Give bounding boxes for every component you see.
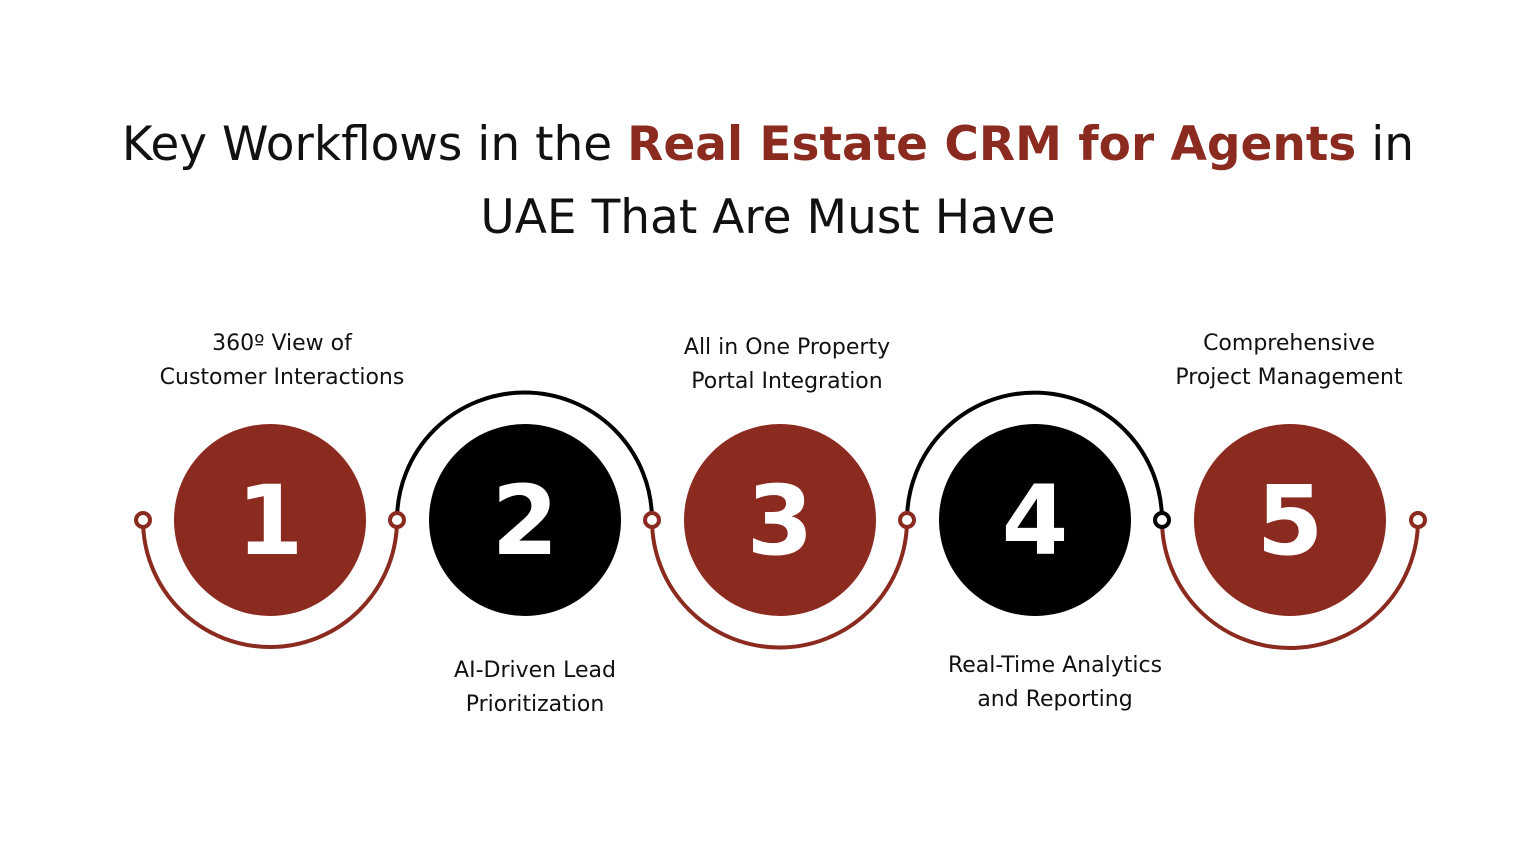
step-2-label: AI-Driven Lead Prioritization [375,654,695,722]
page-title: Key Workflows in the Real Estate CRM for… [0,108,1536,254]
step-3-number: 3 [747,465,814,577]
junction-dot [1409,511,1427,529]
step-1-label-line2: Customer Interactions [159,365,405,390]
junction-dot [898,511,916,529]
junction-dot [1153,511,1171,529]
step-5-label: Comprehensive Project Management [1129,327,1449,395]
step-4-circle [939,424,1131,616]
junction-dot [134,511,152,529]
step-1-number: 1 [237,465,304,577]
connector-arc-4 [905,390,1164,521]
step-5-circle [1194,424,1386,616]
step-5-label-line2: Project Management [1175,365,1403,390]
step-3-label-line2: Portal Integration [691,369,883,394]
title-line2: UAE That Are Must Have [480,190,1056,245]
step-3-label-line1: All in One Property [683,335,891,360]
title-after: in [1356,117,1415,172]
junction-dot [388,511,406,529]
connector-arc-1 [141,519,399,649]
step-2-circle [429,424,621,616]
step-2-number: 2 [492,465,559,577]
step-1-circle [174,424,366,616]
step-3-circle [684,424,876,616]
step-2-label-line1: AI-Driven Lead [454,658,616,683]
connector-arc-2 [395,390,654,521]
step-5-label-line1: Comprehensive [1203,331,1375,356]
step-4-label: Real-Time Analytics and Reporting [895,649,1215,717]
connector-arc-5 [1160,519,1420,650]
title-before: Key Workflows in the [121,117,628,172]
step-5-number: 5 [1257,465,1324,577]
step-1-label-line1: 360º View of [212,331,352,356]
junction-dot [643,511,661,529]
title-highlight: Real Estate CRM for Agents [627,117,1357,172]
step-3-label: All in One Property Portal Integration [627,331,947,399]
connector-arc-3 [650,519,909,650]
step-2-label-line2: Prioritization [465,692,605,717]
step-4-number: 4 [1002,465,1069,577]
step-4-label-line1: Real-Time Analytics [947,653,1163,678]
step-1-label: 360º View of Customer Interactions [122,327,442,395]
step-4-label-line2: and Reporting [977,687,1133,712]
